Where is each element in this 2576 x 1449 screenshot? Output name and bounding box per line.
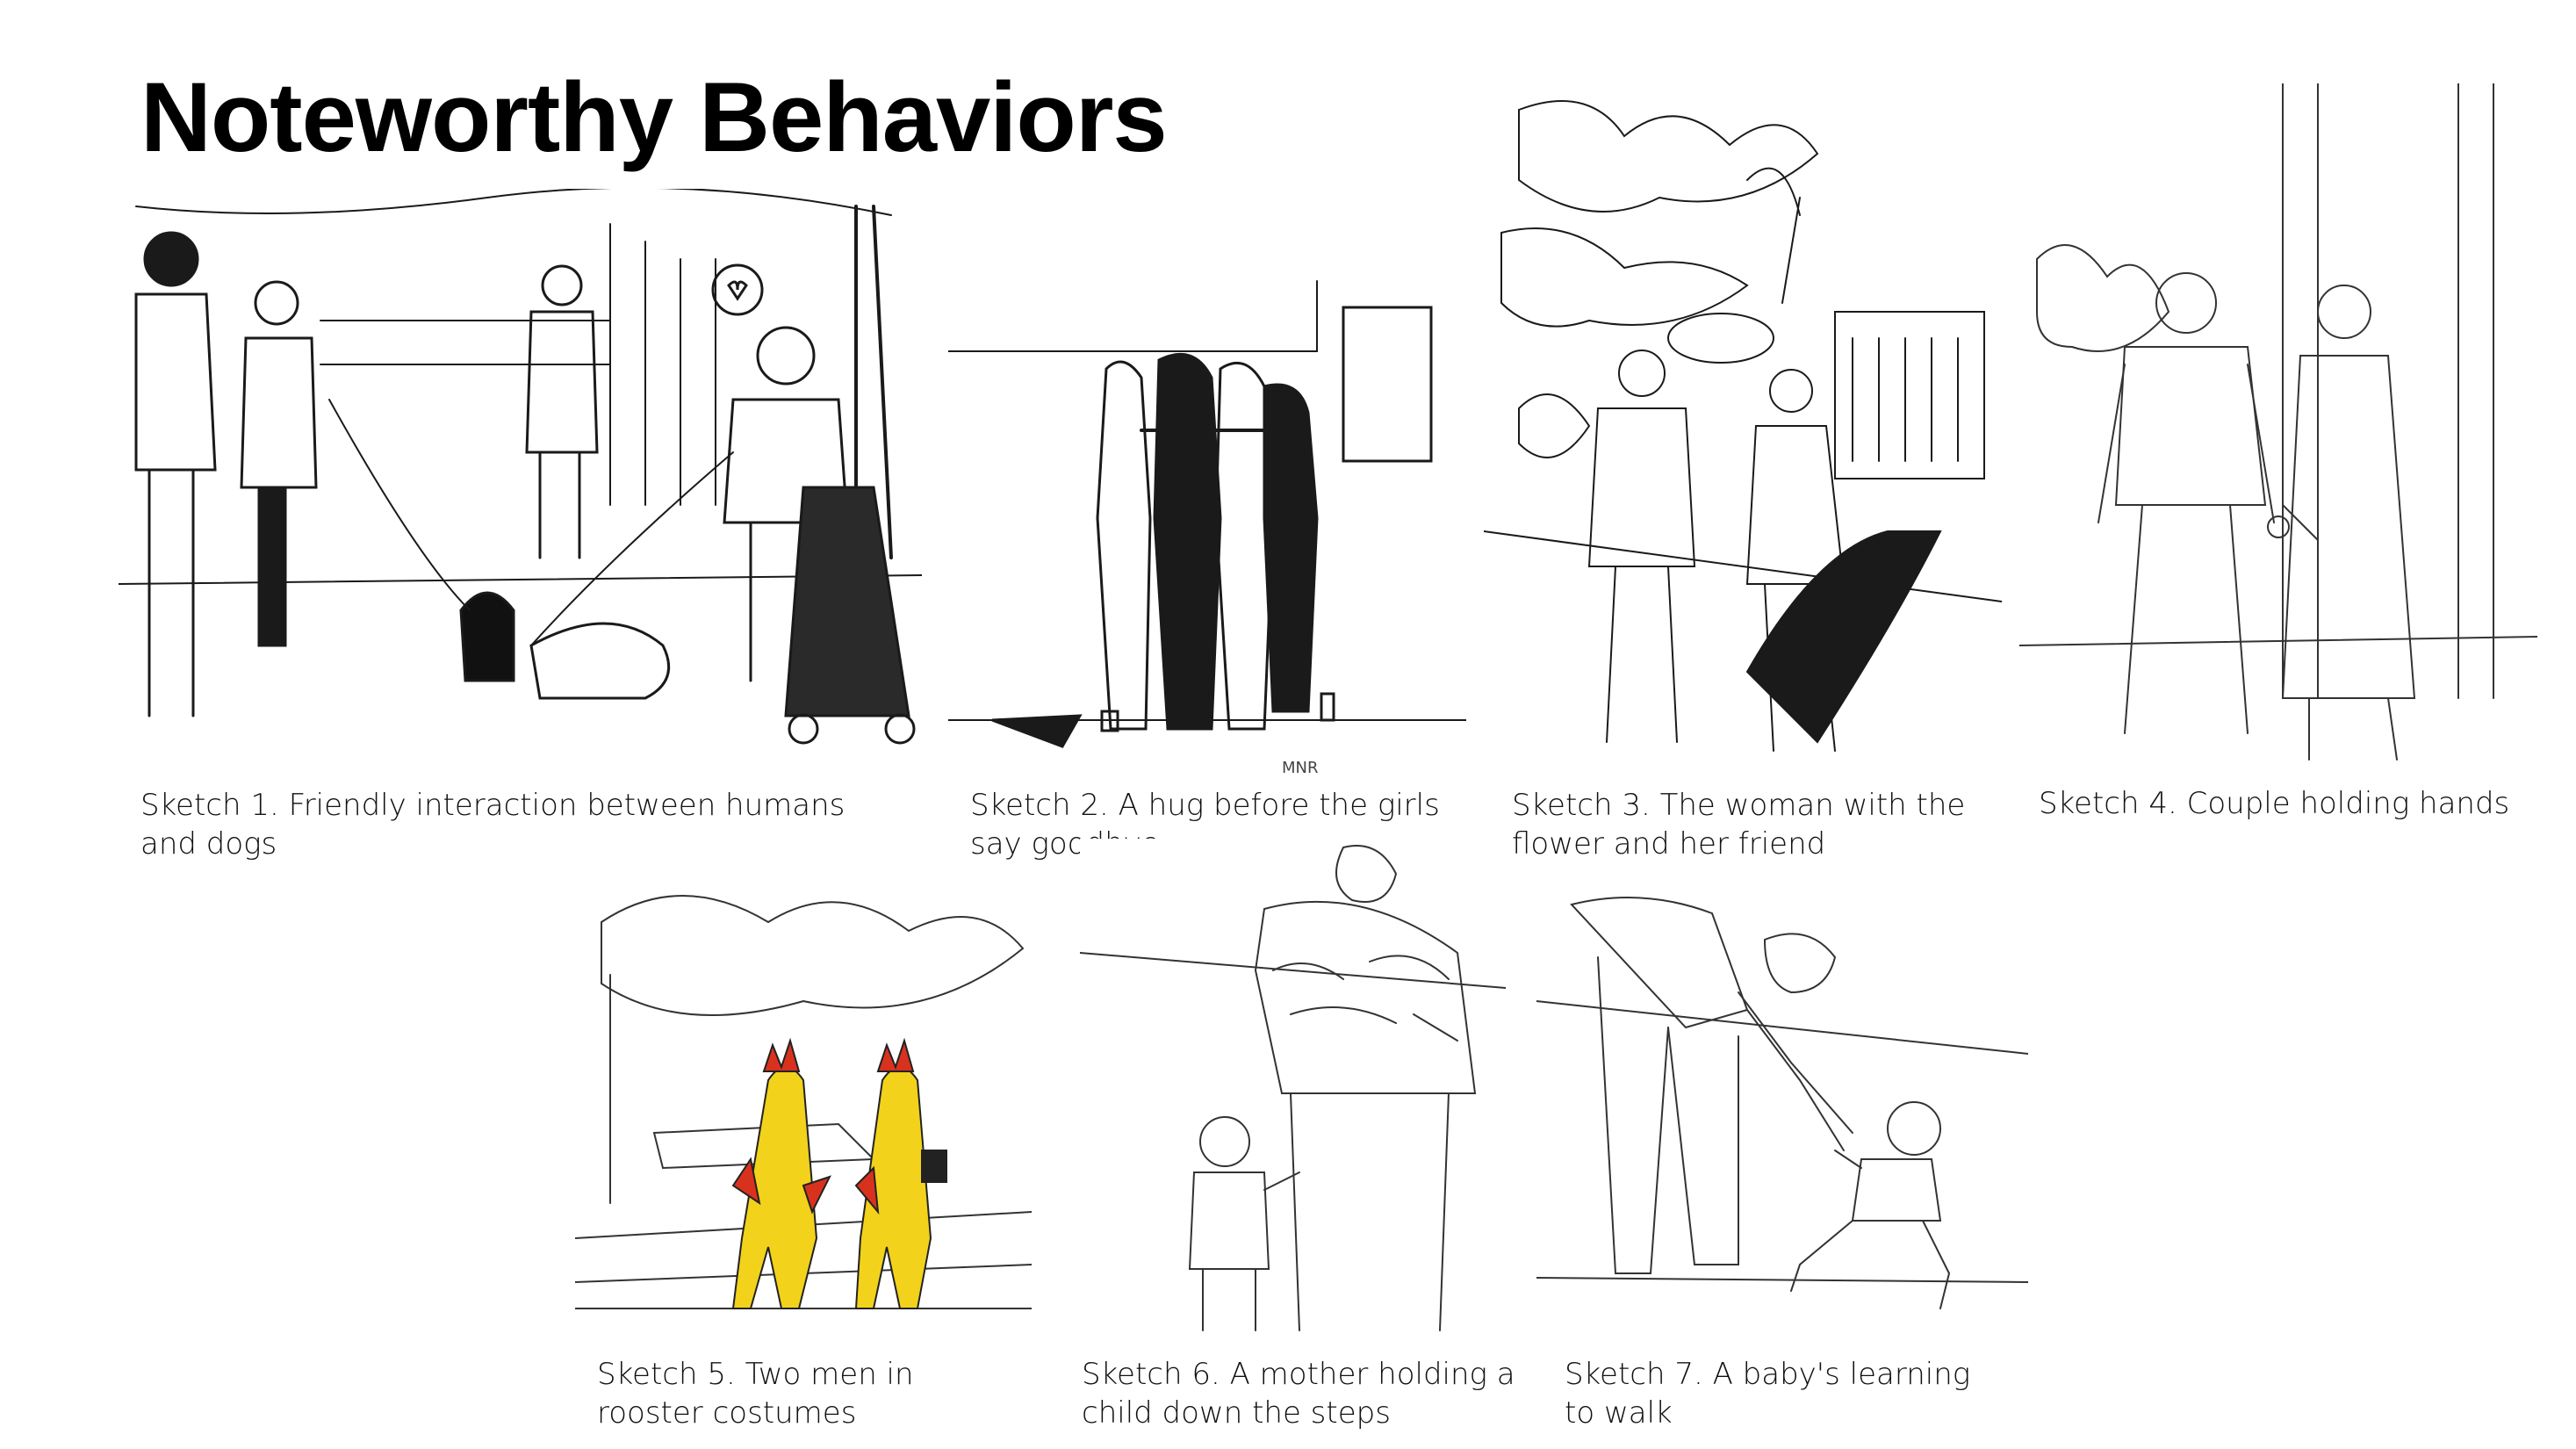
- sketch-7-image: [1536, 887, 2028, 1326]
- sketch-2-image: MNR: [948, 255, 1466, 782]
- sketch-1-drawing: [119, 189, 922, 745]
- sketch-5-caption: Sketch 5. Two men in rooster costumes: [597, 1357, 914, 1431]
- sketch-3-image: [1484, 75, 2002, 768]
- sketch-5-drawing: [575, 895, 1032, 1309]
- sketch-2-signature: MNR: [1282, 759, 1319, 777]
- sketch-3-caption: Sketch 3. The woman with the flower and …: [1512, 788, 1966, 861]
- sketch-1-caption: Sketch 1. Friendly interaction between h…: [140, 788, 845, 861]
- sketch-5-image: [575, 869, 1032, 1326]
- sketch-2-drawing: MNR: [948, 280, 1466, 777]
- sketch-7-caption: Sketch 7. A baby's learning to walk: [1565, 1357, 1971, 1431]
- sketch-6-caption: Sketch 6. A mother holding a child down …: [1082, 1357, 1515, 1431]
- sketch-4-drawing: [2019, 83, 2537, 761]
- sketch-3-drawing: [1484, 100, 2002, 752]
- page-title: Noteworthy Behaviors: [140, 62, 1168, 172]
- sketch-7-drawing: [1536, 897, 2028, 1309]
- sketch-1-image: [119, 189, 922, 768]
- sketch-4-image: [2019, 83, 2537, 768]
- sketch-6-drawing: [1080, 845, 1506, 1331]
- sketch-6-image: [1080, 839, 1506, 1339]
- sketch-4-caption: Sketch 4. Couple holding hands: [2039, 786, 2510, 821]
